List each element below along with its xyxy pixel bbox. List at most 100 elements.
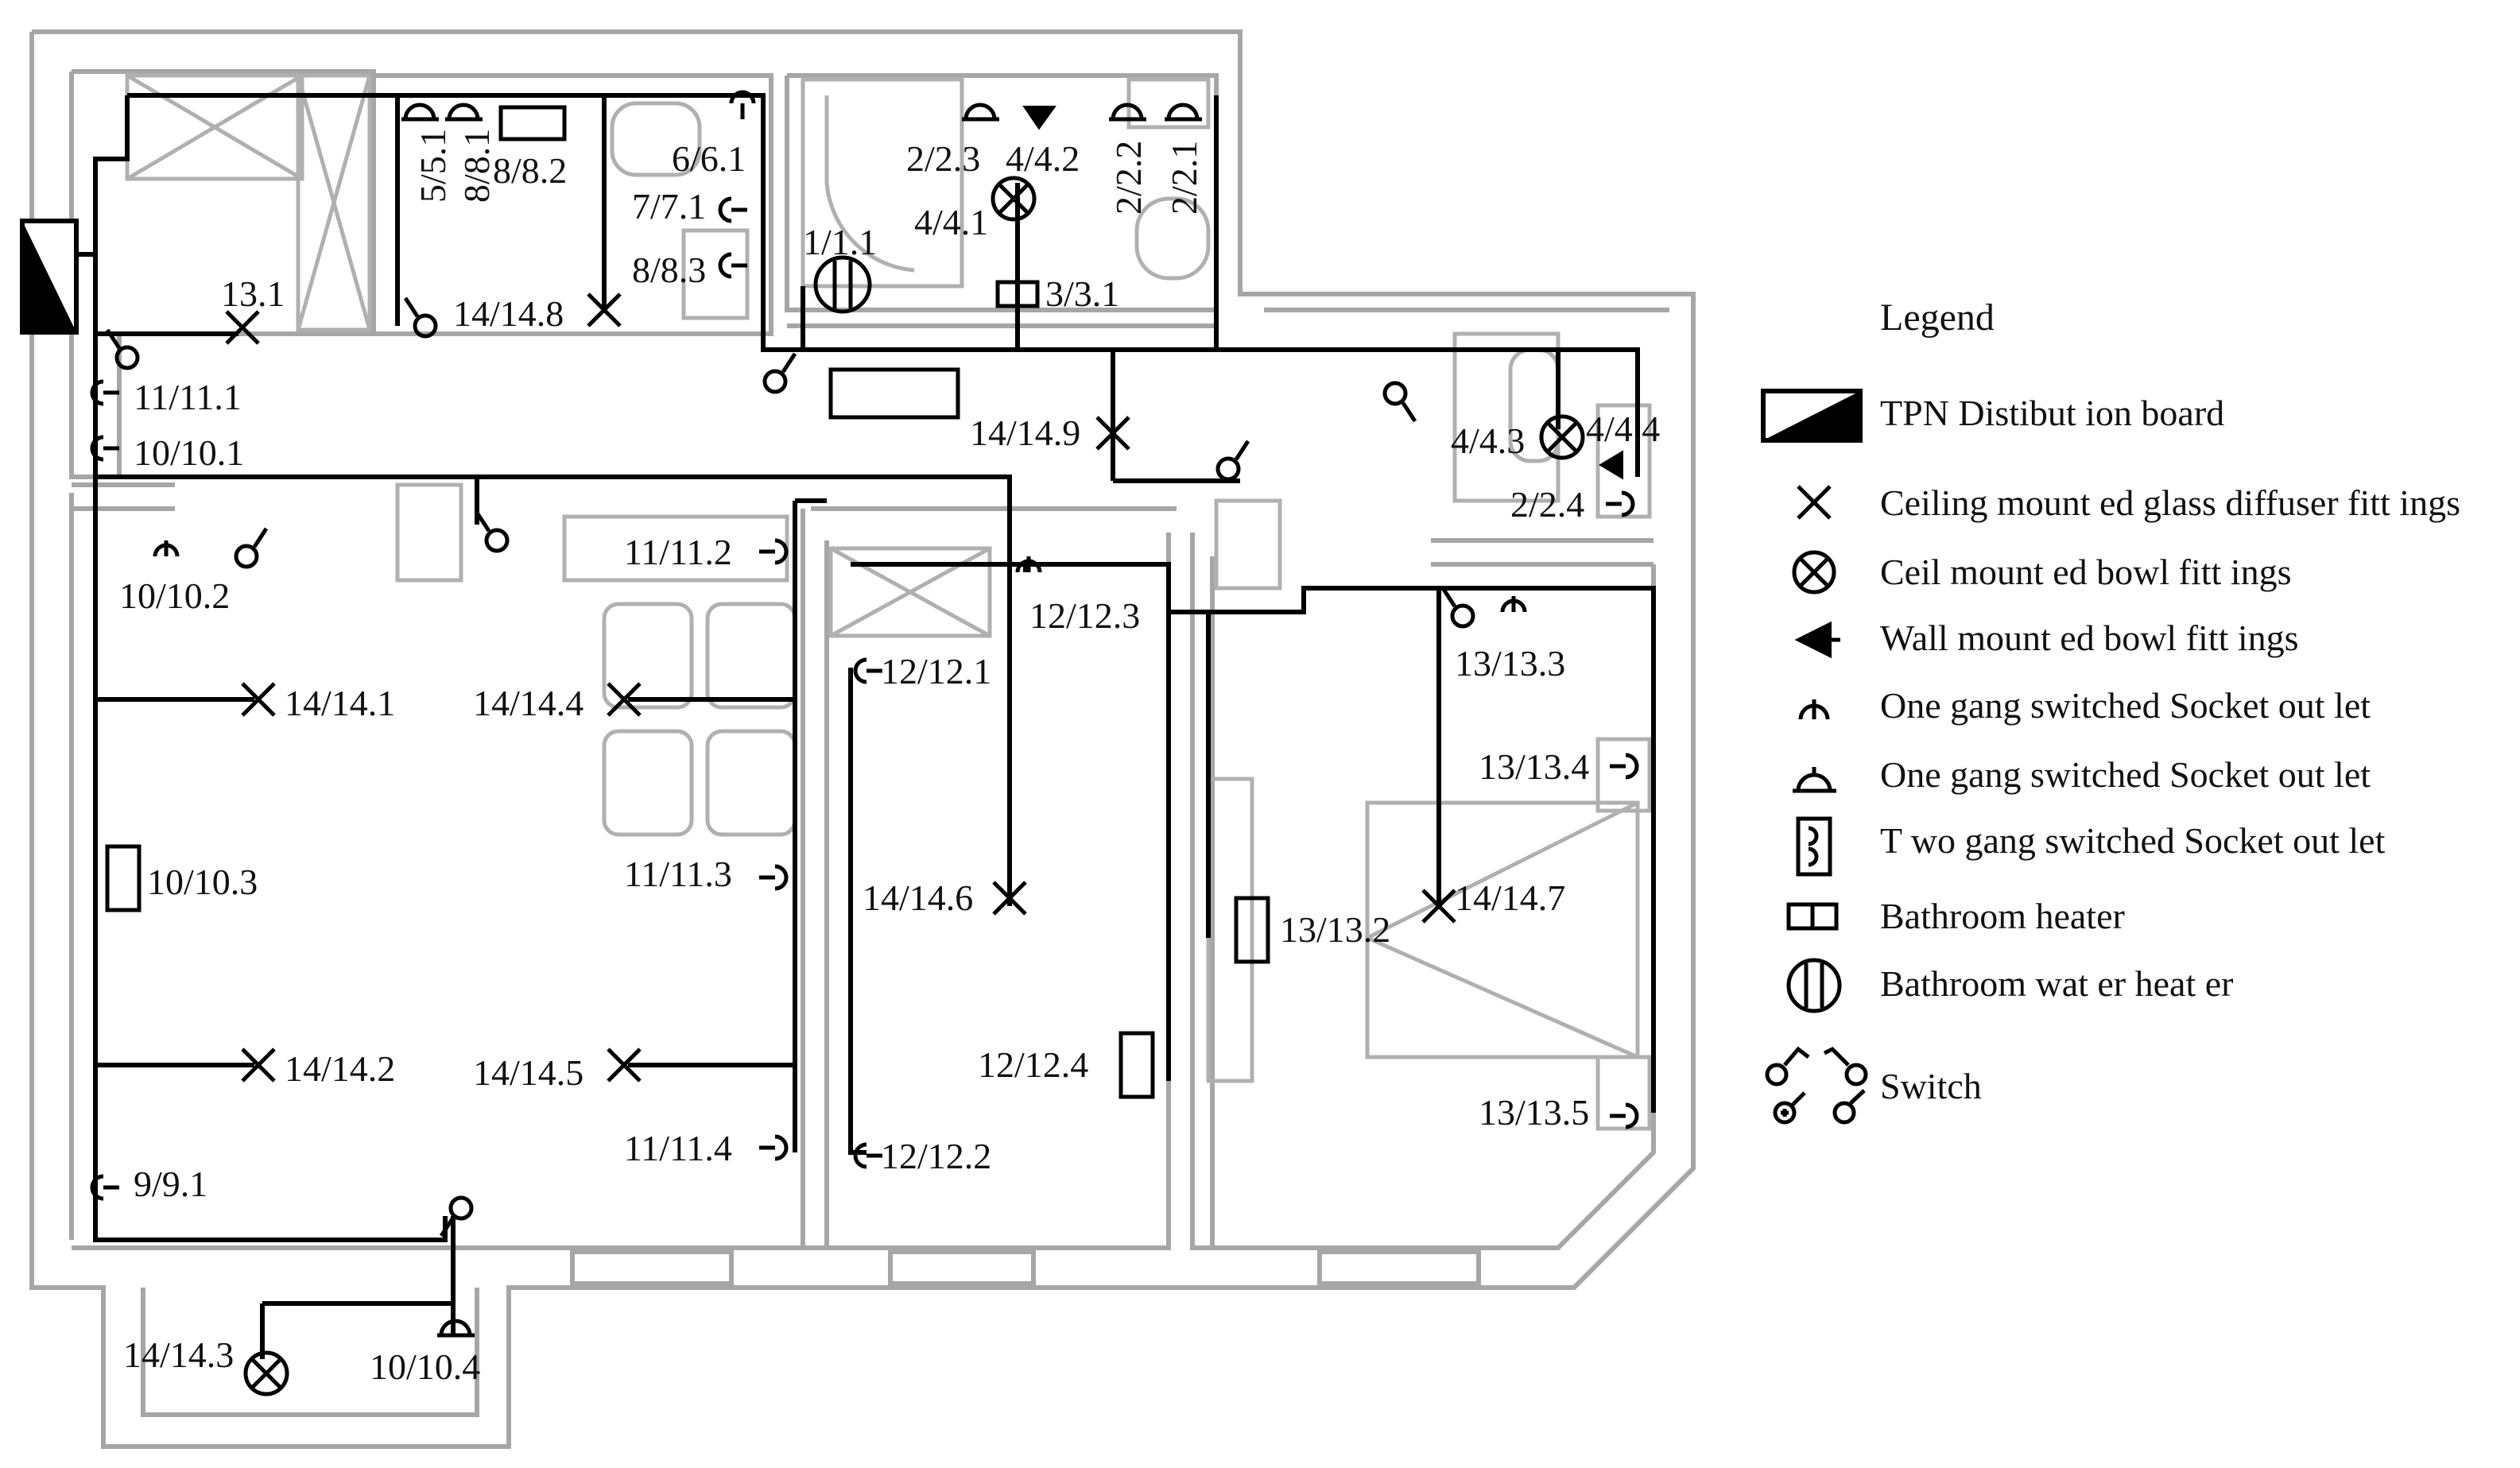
label-14-14-2: 14/14.2 [285,1048,395,1089]
tpn-distribution-board-icon [1761,389,1863,443]
label-8-8-3: 8/8.3 [632,250,706,290]
label-6-6-1: 6/6.1 [672,138,746,179]
socket-5-5-1 [401,103,439,122]
switch-13-1 [105,328,140,370]
legend: Legend TPN Distibut ion board Ceiling mo… [1761,296,2460,1125]
diffuser-14-14-5 [607,1048,642,1083]
socket-6-6-1 [729,90,756,119]
switch-1-1-1 [762,352,797,394]
socket-11-11-4 [759,1134,789,1161]
legend-label-8: Bathroom wat er heat er [1880,963,2233,1004]
label-10-10-1: 10/10.1 [134,432,244,473]
label-9-9-1: 9/9.1 [134,1164,207,1204]
label-11-11-4: 11/11.4 [624,1128,732,1168]
legend-title: Legend [1880,296,1995,339]
label-10-10-2: 10/10.2 [119,575,230,616]
switch-10-10-4 [439,1195,474,1238]
heaters [813,255,1040,420]
socket-9-9-1 [90,1174,119,1201]
switch-10-10-2 [234,527,269,569]
socket-13-13-2 [1234,896,1270,964]
label-2-2-1: 2/2.1 [1164,141,1204,215]
diffuser-14-14-7 [1421,889,1456,924]
socket-8-8-2 [498,105,567,141]
label-14-14-8: 14/14.8 [453,293,564,334]
distribution-board [20,219,79,335]
label-2-2-3: 2/2.3 [906,138,980,179]
label-13-13-4: 13/13.4 [1479,746,1589,787]
two-gang-sockets [105,105,1270,1099]
socket-2-2-2 [1109,103,1146,122]
socket-10-10-4 [437,1319,475,1338]
label-14-14-4: 14/14.4 [473,683,583,723]
socket-12-12-4 [1118,1031,1155,1099]
label-8-8-1: 8/8.1 [456,129,497,203]
switch-10-10-1 [475,511,510,553]
one-gang-socket-icon [1798,699,1830,720]
label-2-2-4: 2/2.4 [1510,484,1584,525]
label-8-8-2: 8/8.2 [493,150,567,191]
diffuser-14-14-6 [992,881,1027,916]
label-7-7-1: 7/7.1 [632,186,706,227]
label-4-4-4: 4/4.4 [1586,409,1660,449]
legend-label-2: Ceil mount ed bowl fitt ings [1880,552,2291,592]
label-14-14-5: 14/14.5 [473,1052,583,1093]
socket-8-8-3 [718,252,747,279]
furniture [125,73,1652,1131]
label-11-11-2: 11/11.2 [624,532,732,572]
ceiling-glass-diffuser-icon [1797,485,1832,520]
socket-10-10-3 [105,844,142,912]
legend-label-3: Wall mount ed bowl fitt ings [1880,618,2299,658]
label-4-4-1: 4/4.1 [914,202,988,242]
socket-12-12-3 [1015,556,1042,573]
water-heater-1-1-1 [813,255,872,314]
socket-13-13-5 [1610,1102,1639,1129]
socket-11-11-3 [759,864,789,891]
label-1-1-1: 1/1.1 [803,222,877,262]
switch-icon [1765,1046,1868,1125]
bathroom-heater-icon [1786,902,1839,931]
socket-2-2-4 [1606,490,1635,517]
switch-4-4-3 [1382,381,1417,423]
ceiling-bowl-fittings [243,176,1585,1396]
label-12-12-4: 12/12.4 [978,1044,1088,1085]
bowl-4-4-1 [991,176,1037,222]
diffuser-14-14-2 [241,1048,276,1083]
wall-bowl-fitting-icon [1794,621,1832,659]
one-gang-sockets [90,90,1639,1201]
switch-panel [828,367,960,420]
label-10-10-4: 10/10.4 [370,1346,480,1387]
switch-14-14-8 [403,296,438,339]
one-gang-sockets-alt [401,103,1202,1338]
diffuser-14-14-9 [1095,416,1130,451]
circuit-labels: 5/5.1 8/8.1 8/8.2 6/6.1 7/7.1 8/8.3 2/2.… [119,129,1660,1387]
legend-label-6: T wo gang switched Socket out let [1880,820,2386,861]
socket-2-2-3 [962,103,999,122]
legend-label-9: Switch [1880,1066,1982,1106]
socket-11-11-1 [90,379,119,406]
label-14-14-7: 14/14.7 [1455,877,1565,918]
one-gang-socket-alt-icon [1793,767,1836,793]
label-10-10-3: 10/10.3 [147,862,258,902]
label-5-5-1: 5/5.1 [413,129,453,203]
socket-7-7-1 [718,196,747,223]
label-14-14-9: 14/14.9 [970,413,1080,453]
label-13-13-2: 13/13.2 [1280,909,1390,950]
label-13-1: 13.1 [221,273,285,314]
ceiling-bowl-fitting-icon [1792,550,1836,595]
diffuser-14-14-1 [241,682,276,717]
label-11-11-1: 11/11.1 [134,377,242,417]
label-14-14-6: 14/14.6 [863,877,973,918]
label-12-12-1: 12/12.1 [881,651,991,691]
socket-10-10-1 [90,435,119,462]
socket-2-2-1 [1165,103,1202,122]
bowl-4-4-3 [1539,414,1585,460]
switches [105,296,1475,1238]
bowl-14-14-3 [243,1350,289,1396]
legend-label-5: One gang switched Socket out let [1880,754,2371,795]
label-4-4-3: 4/4.3 [1451,420,1525,461]
diffuser-14-14-4 [607,682,642,717]
bathroom-water-heater-icon [1786,958,1842,1013]
label-11-11-3: 11/11.3 [624,854,732,894]
